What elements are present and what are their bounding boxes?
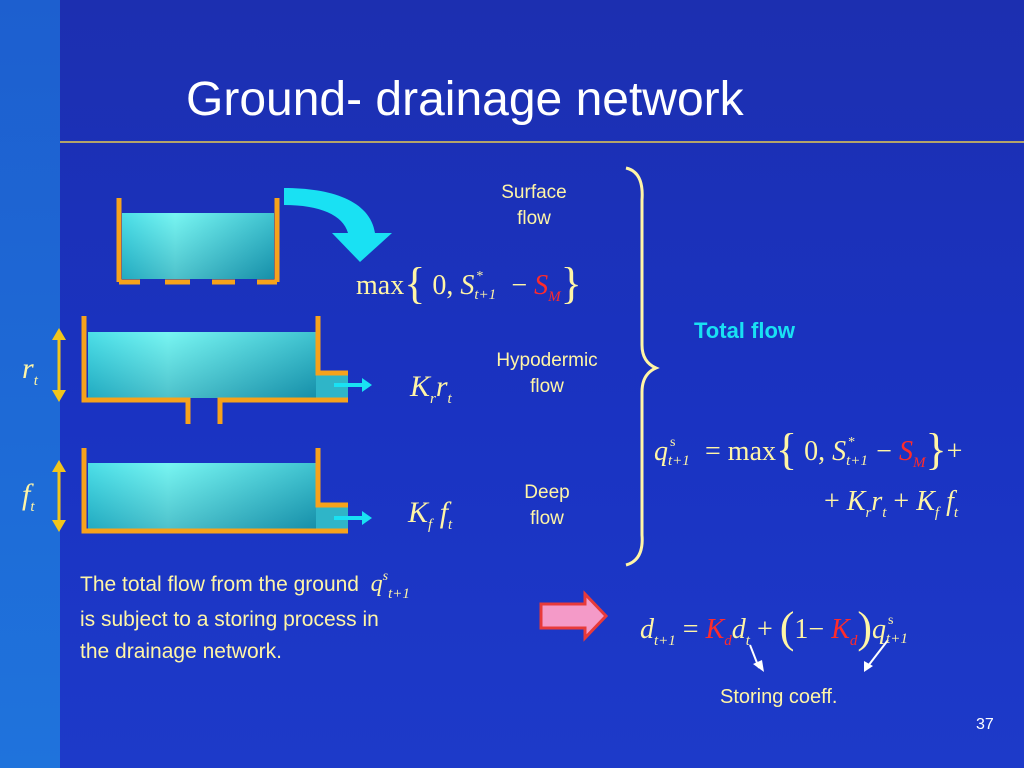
total-flow-label: Total flow (694, 318, 796, 343)
coeff-pointer-arrows (749, 639, 889, 672)
storing-process-arrow (539, 590, 609, 642)
r-level-double-arrow (52, 328, 66, 402)
surface-flow-curved-arrow (284, 188, 392, 262)
surface-tank (116, 198, 280, 285)
deep-tank (81, 448, 348, 534)
slide-title: Ground- drainage network (186, 73, 744, 126)
title-divider (60, 141, 1024, 143)
deep-outlet-arrow (334, 511, 372, 525)
deep-flow-equation: Kf ft (408, 496, 453, 533)
left-accent-bar (0, 0, 60, 768)
hypodermic-tank (81, 316, 348, 424)
hypodermic-outlet-arrow (334, 378, 372, 392)
inline-q-symbol: qst+1 (370, 569, 410, 602)
slide-number: 37 (976, 716, 994, 733)
surface-flow-equation: max{ 0, S*t+1 − SM} (356, 259, 582, 308)
hypodermic-flow-equation: Krrt (410, 370, 452, 407)
f-level-double-arrow (52, 460, 66, 532)
r-level-symbol: rt (22, 352, 38, 389)
storing-description: The total flow from the ground qst+1 is … (80, 569, 410, 663)
storing-coeff-label: Storing coeff. (720, 686, 838, 708)
f-level-symbol: ft (22, 478, 35, 515)
total-flow-brace (625, 166, 660, 567)
total-flow-equation-line2: + Krrt + Kf ft (824, 486, 959, 521)
